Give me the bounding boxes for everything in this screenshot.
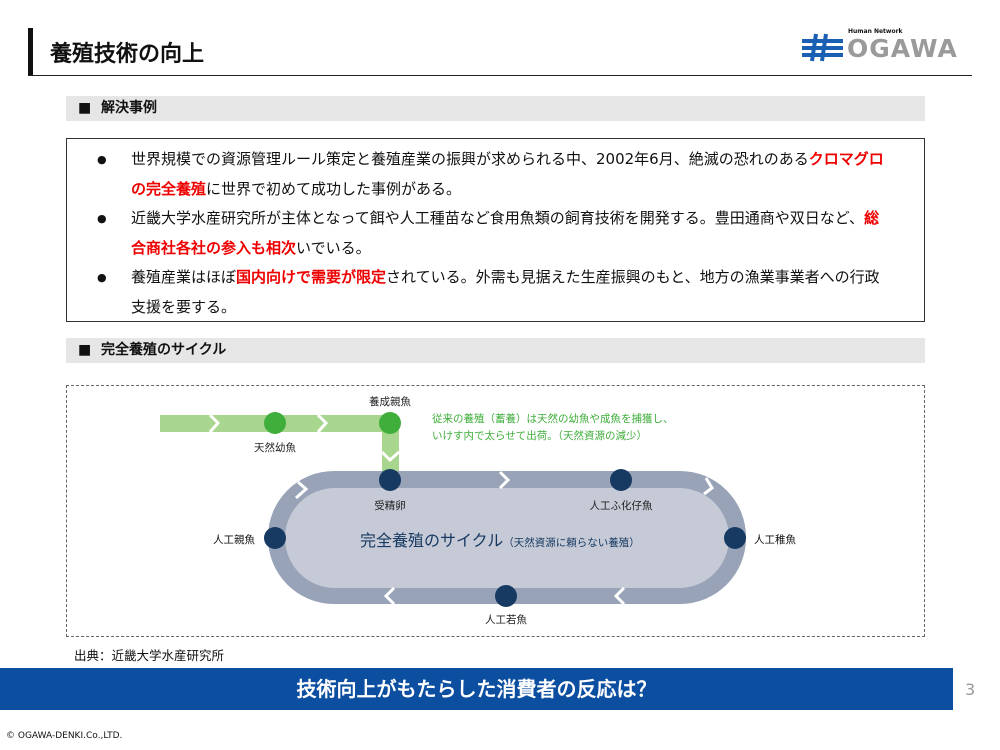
logo-tagline: Human Network bbox=[848, 28, 903, 35]
copyright: © OGAWA-DENKI.Co.,LTD. bbox=[6, 731, 123, 741]
body-text: 養殖産業はほぼ bbox=[131, 268, 237, 286]
section-heading-text: 完全養殖のサイクル bbox=[100, 342, 227, 358]
cycle-title: 完全養殖のサイクル（天然資源に頼らない養殖） bbox=[360, 527, 640, 551]
node-hatched-fry bbox=[610, 469, 632, 491]
section-heading-cycle: ■ 完全養殖のサイクル bbox=[66, 338, 925, 363]
bullet-icon: ● bbox=[97, 212, 107, 225]
body-text: されている。外需も見据えた生産振興のもと、地方の漁業事業者への行政支援を要する。 bbox=[131, 268, 880, 316]
highlight-text: 総合商社各社の参入も相次 bbox=[131, 209, 880, 257]
label-artificial-young: 人工若魚 bbox=[485, 614, 527, 626]
traditional-track-down bbox=[382, 430, 399, 472]
label-artificial-parent: 人工親魚 bbox=[213, 534, 255, 546]
title-divider bbox=[28, 75, 972, 76]
bullet-text: 世界規模での資源管理ルール策定と養殖産業の振興が求められる中、2002年6月、絶… bbox=[131, 145, 891, 204]
question-banner: 技術向上がもたらした消費者の反応は？ bbox=[0, 668, 953, 710]
section-heading-solutions: ■ 解決事例 bbox=[66, 96, 925, 121]
label-fertilized-egg: 受精卵 bbox=[374, 500, 406, 512]
note-line: 従来の養殖（蓄養）は天然の幼魚や成魚を捕獲し、 bbox=[432, 413, 674, 425]
label-artificial-seedling: 人工稚魚 bbox=[754, 534, 796, 546]
label-farmed-parent: 養成親魚 bbox=[369, 396, 411, 408]
node-artificial-young bbox=[495, 585, 517, 607]
body-text: 世界規模での資源管理ルール策定と養殖産業の振興が求められる中、2002年6月、絶… bbox=[131, 150, 809, 168]
bullet-text: 養殖産業はほぼ国内向けで需要が限定されている。外需も見据えた生産振興のもと、地方… bbox=[131, 263, 891, 322]
cycle-title-text: 完全養殖のサイクル bbox=[360, 531, 504, 550]
title-accent-bar bbox=[28, 28, 33, 75]
highlight-text: 国内向けで需要が限定 bbox=[236, 268, 387, 286]
node-wild-juvenile bbox=[264, 412, 286, 434]
node-artificial-parent bbox=[264, 527, 286, 549]
node-fertilized-egg bbox=[379, 469, 401, 491]
bullet-text: 近畿大学水産研究所が主体となって餌や人工種苗など食用魚類の飼育技術を開発する。豊… bbox=[131, 204, 891, 263]
cycle-arrows bbox=[294, 470, 714, 606]
source-citation: 出典：近畿大学水産研究所 bbox=[74, 648, 225, 663]
body-text: 近畿大学水産研究所が主体となって餌や人工種苗など食用魚類の飼育技術を開発する。豊… bbox=[131, 209, 865, 227]
body-text: いでいる。 bbox=[296, 238, 371, 257]
section-heading-text: 解決事例 bbox=[100, 100, 157, 116]
logo-text: OGAWA bbox=[847, 34, 958, 63]
ogawa-logo: Human Network OGAWA bbox=[800, 28, 975, 64]
cycle-diagram-frame bbox=[66, 385, 925, 637]
logo-mark-icon bbox=[802, 33, 843, 62]
bullet-icon: ● bbox=[97, 271, 107, 284]
label-wild-juvenile: 天然幼魚 bbox=[254, 442, 296, 454]
traditional-note: 従来の養殖（蓄養）は天然の幼魚や成魚を捕獲し、 いけす内で太らせて出荷。（天然資… bbox=[432, 411, 674, 445]
node-artificial-seedling bbox=[724, 527, 746, 549]
bullet-item: ● 世界規模での資源管理ルール策定と養殖産業の振興が求められる中、2002年6月、… bbox=[97, 145, 924, 204]
highlight-text: クロマグロの完全養殖 bbox=[131, 150, 884, 198]
cycle-inner bbox=[285, 488, 729, 588]
page-number: 3 bbox=[965, 680, 976, 699]
cycle-subtitle: （天然資源に頼らない養殖） bbox=[503, 537, 640, 549]
note-line: いけす内で太らせて出荷。（天然資源の減少） bbox=[432, 430, 648, 442]
body-text: に世界で初めて成功した事例がある。 bbox=[206, 179, 462, 198]
node-farmed-parent bbox=[379, 412, 401, 434]
page-title: 養殖技術の向上 bbox=[50, 42, 205, 67]
bullet-icon: ● bbox=[97, 153, 107, 166]
solutions-box: ● 世界規模での資源管理ルール策定と養殖産業の振興が求められる中、2002年6月、… bbox=[66, 138, 925, 322]
green-arrows bbox=[208, 413, 400, 463]
bullet-item: ● 近畿大学水産研究所が主体となって餌や人工種苗など食用魚類の飼育技術を開発する。… bbox=[97, 204, 924, 263]
bullet-item: ● 養殖産業はほぼ国内向けで需要が限定されている。外需も見据えた生産振興のもと、地… bbox=[97, 263, 924, 322]
label-hatched-fry: 人工ふ化仔魚 bbox=[589, 500, 653, 512]
